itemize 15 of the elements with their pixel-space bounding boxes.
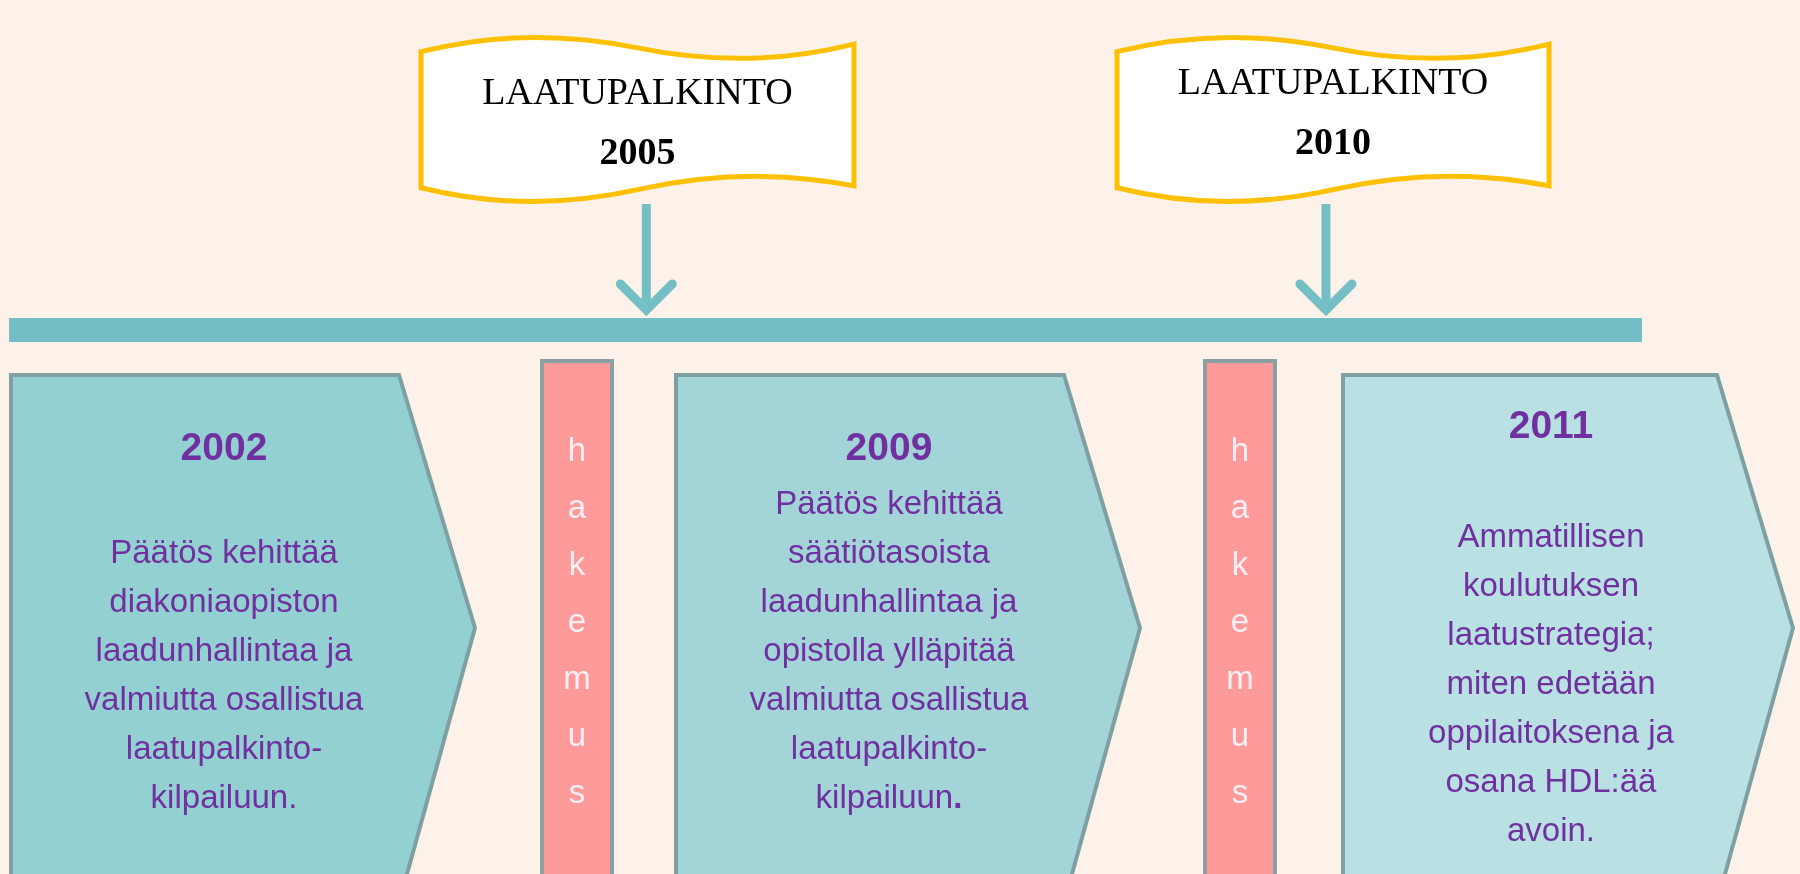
year-heading: 2009 bbox=[844, 425, 934, 469]
vertical-label: hakemus bbox=[562, 430, 592, 812]
milestone-text: Päätös kehittää diakoniaopiston laadunhallintaa ja valmiutta osallistua laatupalkinto-kilpailuun. bbox=[83, 532, 365, 817]
vertical-label: hakemus bbox=[1225, 430, 1255, 812]
award-year: 2010 bbox=[1294, 119, 1372, 163]
milestone-text: Päätös kehittää säätiötasoista laadunhallintaa ja opistolla ylläpitää valmiutta osallistua laatupalkinto-kilpailuun. bbox=[748, 483, 1030, 817]
milestone-text: Ammatillisen koulutuksen laatustrategia; miten edetään oppilaitoksena ja osana HDL:ää avoin. bbox=[1427, 516, 1675, 850]
year-heading: 2011 bbox=[1507, 403, 1595, 447]
application-strip bbox=[1203, 359, 1277, 874]
award-label: LAATUPALKINTO bbox=[481, 69, 794, 113]
timeline-bar bbox=[9, 318, 1642, 342]
award-label: LAATUPALKINTO bbox=[1176, 59, 1490, 103]
award-year: 2005 bbox=[598, 129, 677, 173]
year-heading: 2002 bbox=[179, 425, 269, 469]
application-strip bbox=[540, 359, 614, 874]
